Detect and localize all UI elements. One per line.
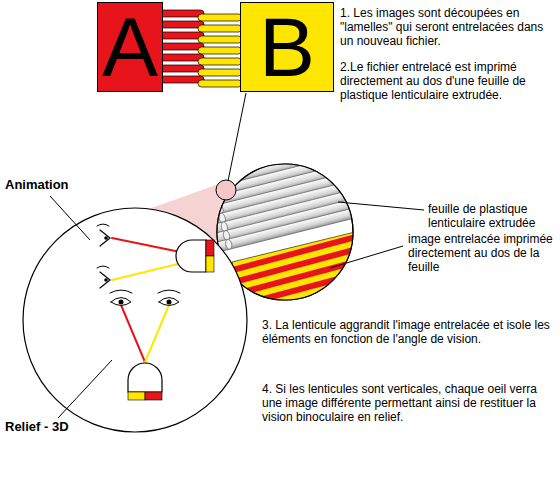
leader-line: [58, 360, 112, 418]
view-label: Animation: [5, 178, 95, 192]
part-label: feuille de plastique lenticulaire extrud…: [428, 202, 556, 230]
yellow-strip: [198, 58, 242, 65]
red-strip: [160, 10, 204, 17]
red-strip: [160, 54, 204, 61]
big-letter: B: [259, 5, 315, 89]
red-strip: [160, 32, 204, 39]
yellow-strip: [198, 25, 242, 32]
lenticule-end: [225, 239, 233, 250]
zoom-line: [228, 93, 246, 181]
red-strip: [160, 43, 204, 50]
lenticule: [194, 200, 390, 258]
letter-box: A: [97, 2, 163, 92]
detail-circle: [216, 180, 236, 200]
yellow-strip: [198, 14, 242, 21]
leader-line: [338, 202, 424, 210]
step-note: 2.Le fichier entrelacé est imprimé direc…: [340, 60, 554, 102]
view-circle: [23, 208, 247, 432]
yellow-strip: [198, 69, 242, 76]
red-strip: [160, 21, 204, 28]
relief-scene: [110, 290, 180, 400]
red-strip: [160, 76, 204, 83]
red-strip: [160, 65, 204, 72]
animation-scene: [97, 224, 214, 288]
step-note: 1. Les images sont découpées en "lamelle…: [340, 6, 554, 48]
yellow-strip: [198, 36, 242, 43]
part-label: image entrelacée imprimée directement au…: [408, 232, 556, 274]
leader-line: [330, 246, 403, 268]
leader-line: [50, 196, 90, 240]
step-note: 4. Si les lenticules sont verticales, ch…: [262, 382, 554, 424]
big-letter: A: [102, 5, 158, 89]
interlaced-strips: [160, 10, 242, 87]
letter-box: B: [240, 2, 334, 92]
yellow-strip: [198, 47, 242, 54]
step-note: 3. La lenticule aggrandit l'image entrel…: [262, 318, 554, 346]
lenticule: [191, 191, 387, 249]
yellow-strip: [198, 80, 242, 87]
view-label: Relief - 3D: [5, 420, 95, 434]
